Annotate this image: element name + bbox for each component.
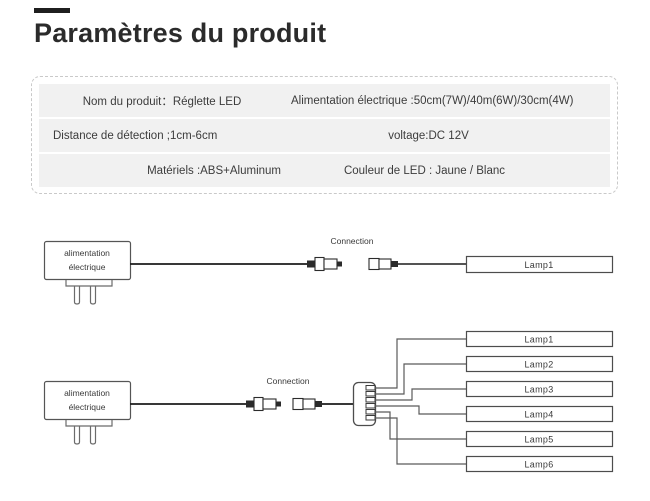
spec-cell-name-left: Nom du produit：Réglette LED: [82, 95, 242, 108]
connection-label: Connection: [330, 236, 373, 246]
lamp-label: Lamp6: [524, 460, 553, 470]
page-header: Paramètres du produit: [34, 8, 326, 47]
wire-to-lamp2: [375, 363, 466, 395]
spec-cell-material-right: Couleur de LED : Jaune / Blanc: [343, 164, 506, 177]
spec-cell-name-right: Alimentation électrique :50cm(7W)/40m(6W…: [291, 94, 574, 107]
adapter-plug-base: [65, 420, 113, 427]
power-adapter-body: [43, 240, 132, 281]
table-row: Distance de détection ;1cm-6cm voltage:D…: [39, 119, 610, 152]
title-rule: [34, 8, 70, 13]
splitter-port: [365, 403, 376, 409]
lamp-label: Lamp4: [524, 410, 553, 420]
adapter-label-line1: alimentation: [64, 388, 110, 398]
splitter-port: [365, 391, 376, 397]
lamp-bar: [465, 455, 614, 473]
lamp-bar: [465, 355, 614, 373]
table-row: Nom du produit：Réglette LED Alimentation…: [39, 84, 610, 117]
dc-female-connector: [292, 397, 322, 411]
wire-to-lamp1: [375, 338, 466, 389]
adapter-label-line1: alimentation: [64, 248, 110, 258]
power-adapter-body: [43, 380, 132, 421]
wire-to-lamp3: [375, 388, 466, 401]
lamp-label: Lamp5: [524, 435, 553, 445]
lamp-bar-group: Lamp1 Lamp2 Lamp3 Lamp4 Lamp5 Lamp6: [465, 330, 614, 473]
plug-prong-left: [73, 286, 81, 305]
lamp-label: Lamp1: [524, 335, 553, 345]
adapter-label-line2: électrique: [69, 402, 106, 412]
spec-table-panel: Nom du produit：Réglette LED Alimentation…: [31, 76, 618, 194]
lamp-label: Lamp2: [524, 360, 553, 370]
splitter-port: [365, 409, 376, 415]
dc-male-connector: [246, 396, 281, 412]
lamp-bar: [465, 255, 614, 274]
page-title: Paramètres du produit: [34, 18, 327, 48]
adapter-label-line2: électrique: [69, 262, 106, 272]
lamp-bar: [465, 405, 614, 423]
splitter-port: [365, 385, 376, 391]
connection-label: Connection: [266, 376, 309, 386]
lamp-bar: [465, 380, 614, 398]
diagram-multi-lamp: alimentation électrique Connection: [43, 330, 614, 473]
splitter-port: [365, 397, 376, 403]
splitter-port: [365, 415, 376, 421]
spec-cell-material-left: Matériels :ABS+Aluminum: [147, 164, 281, 177]
dc-male-connector: [307, 256, 342, 272]
wire-to-lamp6: [375, 417, 466, 465]
dc-female-connector: [368, 257, 398, 271]
table-row: Matériels :ABS+Aluminum Couleur de LED :…: [39, 154, 610, 187]
spec-cell-detection-left: Distance de détection ;1cm-6cm: [53, 129, 218, 142]
lamp-label: Lamp3: [524, 385, 553, 395]
lamp-label: Lamp1: [524, 260, 553, 270]
plug-prong-left: [73, 426, 81, 445]
lamp-bar: [465, 330, 614, 348]
wire-to-lamp5: [375, 411, 466, 440]
adapter-plug-base: [65, 280, 113, 287]
wire-to-lamp4: [375, 405, 466, 415]
plug-prong-right: [89, 286, 97, 305]
spec-cell-detection-right: voltage:DC 12V: [388, 129, 469, 142]
diagram-single-lamp: alimentation électrique Connection Lamp1: [43, 236, 614, 305]
lamp-bar: [465, 430, 614, 448]
plug-prong-right: [89, 426, 97, 445]
